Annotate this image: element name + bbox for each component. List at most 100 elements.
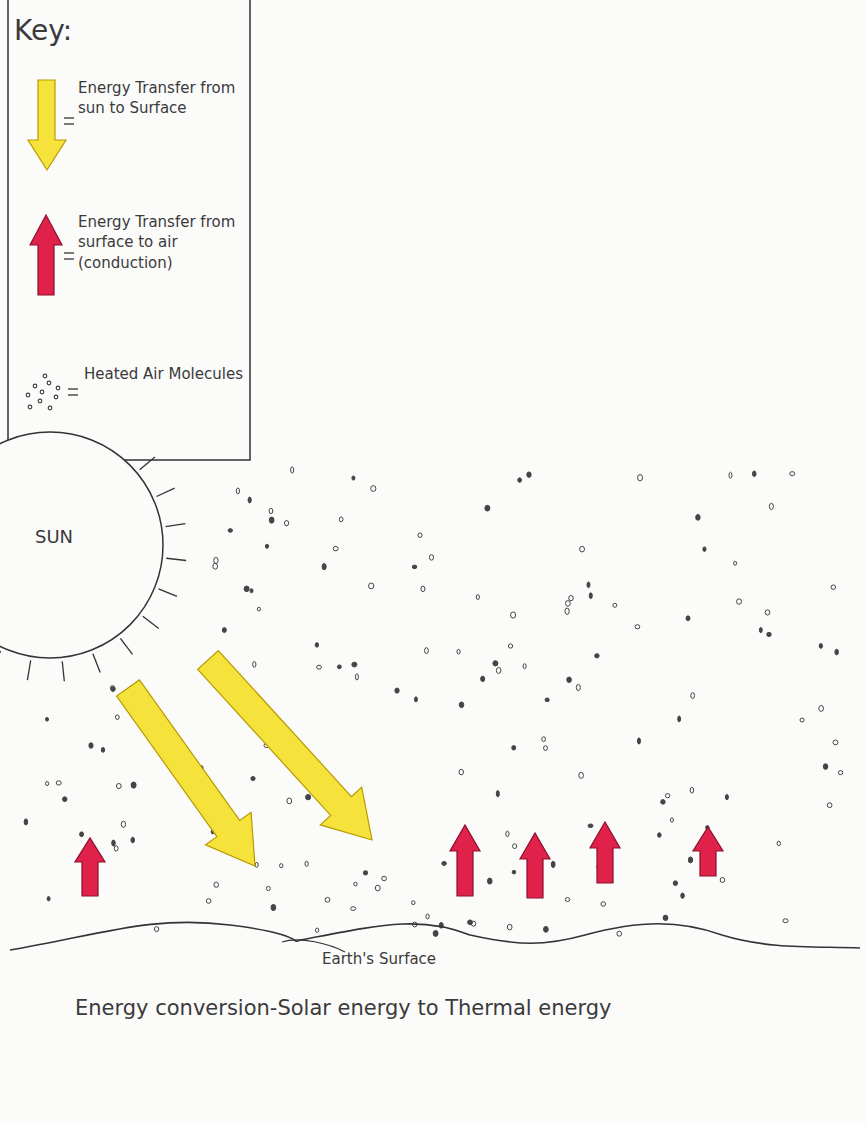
dot xyxy=(28,405,32,409)
air-molecule xyxy=(690,787,693,793)
air-molecule xyxy=(545,698,549,702)
air-molecule xyxy=(638,738,641,744)
air-molecule xyxy=(767,632,771,636)
air-molecule xyxy=(527,472,531,477)
air-molecule xyxy=(459,702,463,708)
legend-entry: Energy Transfer from surface to air (con… xyxy=(78,212,246,273)
air-molecule xyxy=(670,818,673,822)
air-molecule xyxy=(838,771,842,775)
air-molecule xyxy=(617,931,622,936)
air-molecule xyxy=(248,497,251,503)
air-molecule xyxy=(588,824,593,828)
air-molecule xyxy=(418,533,422,537)
air-molecule xyxy=(544,746,548,751)
air-molecule xyxy=(678,716,681,722)
air-molecule xyxy=(115,715,119,720)
sun-ray xyxy=(0,651,1,669)
dot xyxy=(40,390,44,394)
air-molecule xyxy=(363,871,367,875)
air-molecule xyxy=(89,743,93,748)
air-molecule xyxy=(352,476,355,480)
air-molecule xyxy=(506,831,509,837)
air-molecule xyxy=(638,474,643,480)
sun-outline xyxy=(0,430,165,660)
air-molecule xyxy=(269,508,273,513)
air-molecule xyxy=(566,601,571,607)
air-molecule xyxy=(823,764,827,770)
legend-entry: Heated Air Molecules xyxy=(84,364,252,384)
air-molecule xyxy=(425,648,429,654)
air-molecule xyxy=(729,472,732,478)
air-molecule xyxy=(658,833,662,838)
sun-ray xyxy=(166,524,186,527)
air-molecule xyxy=(720,877,725,882)
legend-red-arrow xyxy=(30,215,62,295)
air-molecule xyxy=(213,563,218,569)
air-molecule xyxy=(154,927,158,932)
legend-yellow-arrow xyxy=(28,80,66,170)
air-molecule xyxy=(734,561,737,565)
air-molecule xyxy=(371,486,376,492)
air-molecule xyxy=(339,517,343,522)
air-molecule xyxy=(576,684,580,690)
air-molecule xyxy=(45,718,48,722)
air-molecule xyxy=(433,931,438,937)
air-molecule xyxy=(352,662,357,667)
air-molecule xyxy=(426,914,429,919)
air-molecule xyxy=(47,896,50,900)
air-molecule xyxy=(513,844,517,849)
air-molecule xyxy=(595,654,599,658)
solar-energy-arrow xyxy=(198,651,372,840)
air-molecule xyxy=(696,514,700,520)
conduction-arrow xyxy=(590,822,620,883)
air-molecule xyxy=(476,595,479,600)
air-molecule xyxy=(487,878,492,884)
air-molecule xyxy=(271,904,276,910)
air-molecule xyxy=(468,920,473,925)
air-molecule xyxy=(442,861,447,865)
air-molecule xyxy=(265,544,268,548)
sun-ray xyxy=(143,616,159,628)
caption: Energy conversion-Solar energy to Therma… xyxy=(75,996,612,1020)
air-molecule xyxy=(512,746,516,750)
air-molecule xyxy=(511,612,516,618)
equals-line xyxy=(68,388,78,389)
surface-label: Earth's Surface xyxy=(322,950,436,968)
equals-line xyxy=(64,123,74,124)
air-molecule xyxy=(518,478,522,483)
sun-circle: SUN xyxy=(0,430,165,660)
air-molecule xyxy=(819,644,822,649)
conduction-arrow xyxy=(75,838,105,896)
legend-dots xyxy=(26,374,60,410)
sun-ray xyxy=(140,457,155,470)
node-label: SUN xyxy=(35,526,73,547)
air-molecule xyxy=(228,529,232,533)
air-molecule xyxy=(291,467,294,473)
air-molecule xyxy=(569,595,574,600)
air-molecule xyxy=(508,644,512,648)
air-molecule xyxy=(325,897,330,902)
air-molecule xyxy=(206,899,211,904)
air-molecule xyxy=(759,627,762,632)
sun-ray xyxy=(156,488,174,496)
air-molecule xyxy=(496,791,499,797)
air-molecule xyxy=(579,772,584,778)
air-molecule xyxy=(333,546,338,550)
air-molecule xyxy=(251,777,255,781)
air-molecule xyxy=(752,471,756,477)
air-molecule xyxy=(565,608,569,614)
air-molecule xyxy=(214,882,219,887)
air-molecule xyxy=(284,521,288,526)
air-molecule xyxy=(507,924,512,930)
sun-ray xyxy=(62,661,64,681)
dot xyxy=(38,399,42,403)
air-molecule xyxy=(412,565,417,569)
air-molecule xyxy=(496,667,501,673)
sun-ray xyxy=(166,558,186,560)
air-molecule xyxy=(116,783,121,788)
air-molecule xyxy=(725,794,728,799)
dot xyxy=(56,386,60,390)
air-molecule xyxy=(542,737,546,742)
conduction-arrow xyxy=(693,827,723,876)
